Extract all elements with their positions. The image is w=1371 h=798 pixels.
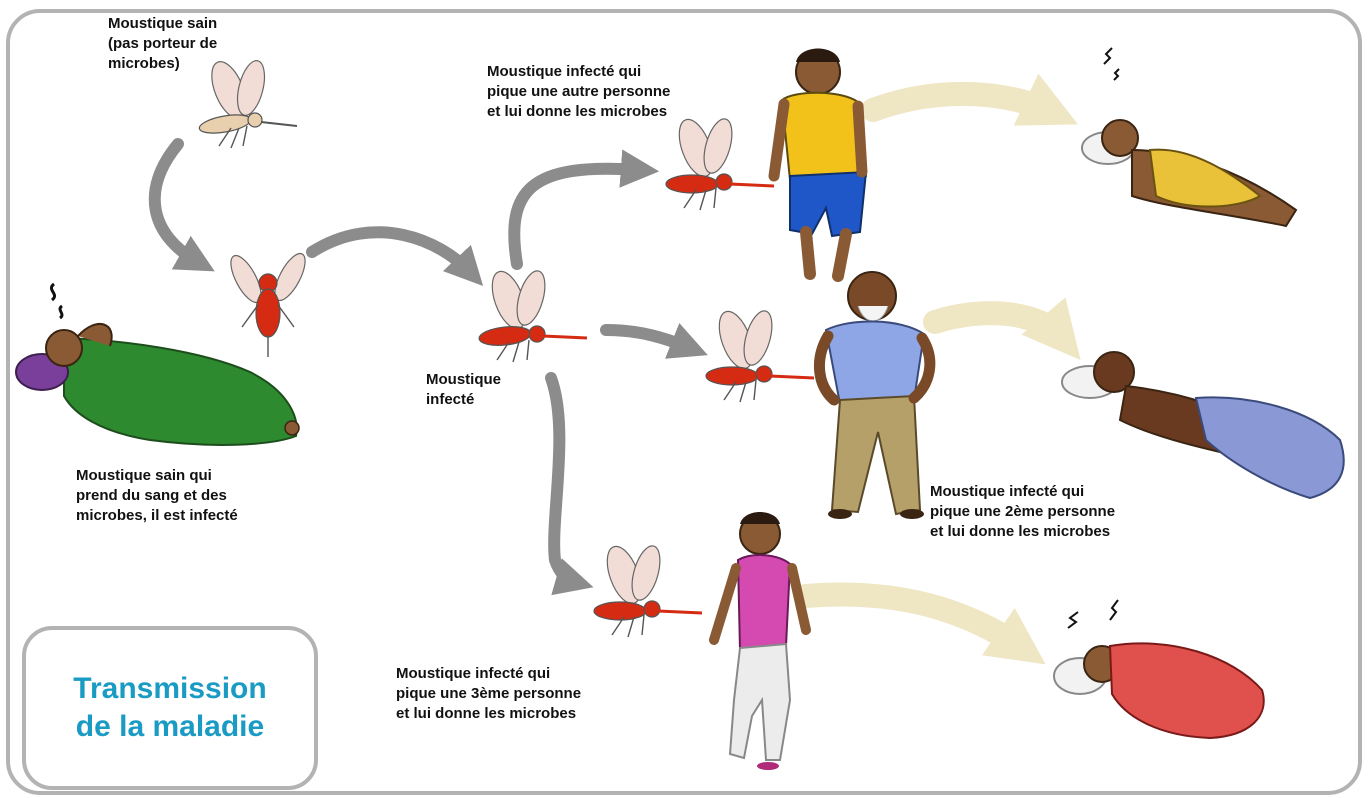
label-bites-third-person: Moustique infecté qui pique une 3ème per… [396, 665, 582, 722]
title-box: Transmission de la maladie [22, 626, 318, 790]
arrow-feeding-to-infected [306, 226, 484, 286]
person-third [709, 512, 811, 770]
arrow-first-to-sick [861, 73, 1079, 126]
person-first [768, 48, 868, 282]
sick-person-start [15, 282, 300, 446]
label-bites-other-person: Moustique infecté qui pique une autre pe… [487, 63, 671, 120]
diagram-frame [6, 9, 1362, 795]
feeding-mosquito [230, 252, 306, 357]
label-infected-mosquito: Moustique infecté [426, 371, 501, 408]
mosquito-biting-first [665, 118, 775, 211]
sick-person-first [1081, 47, 1298, 228]
healthy-mosquito [198, 60, 298, 149]
infected-mosquito [478, 270, 588, 363]
label-mosquito-takes-blood: Moustique sain qui prend du sang et des … [76, 467, 238, 524]
sick-person-second [1061, 351, 1345, 500]
label-healthy-mosquito: Moustique sain (pas porteur de microbes) [108, 15, 218, 72]
arrow-infected-to-third [545, 372, 594, 596]
arrow-infected-to-second [600, 323, 708, 359]
label-bites-second-person: Moustique infecté qui pique une 2ème per… [930, 483, 1116, 540]
arrow-healthy-to-feeding [148, 138, 215, 272]
arrow-second-to-sick [923, 297, 1081, 360]
arrow-third-to-sick [794, 582, 1046, 665]
sick-person-third [1053, 599, 1265, 740]
mosquito-biting-third [593, 545, 703, 638]
mosquito-biting-second [705, 310, 815, 403]
person-second [813, 271, 936, 519]
arrow-infected-to-first [508, 149, 660, 270]
diagram-title: Transmission de la maladie [73, 672, 267, 743]
